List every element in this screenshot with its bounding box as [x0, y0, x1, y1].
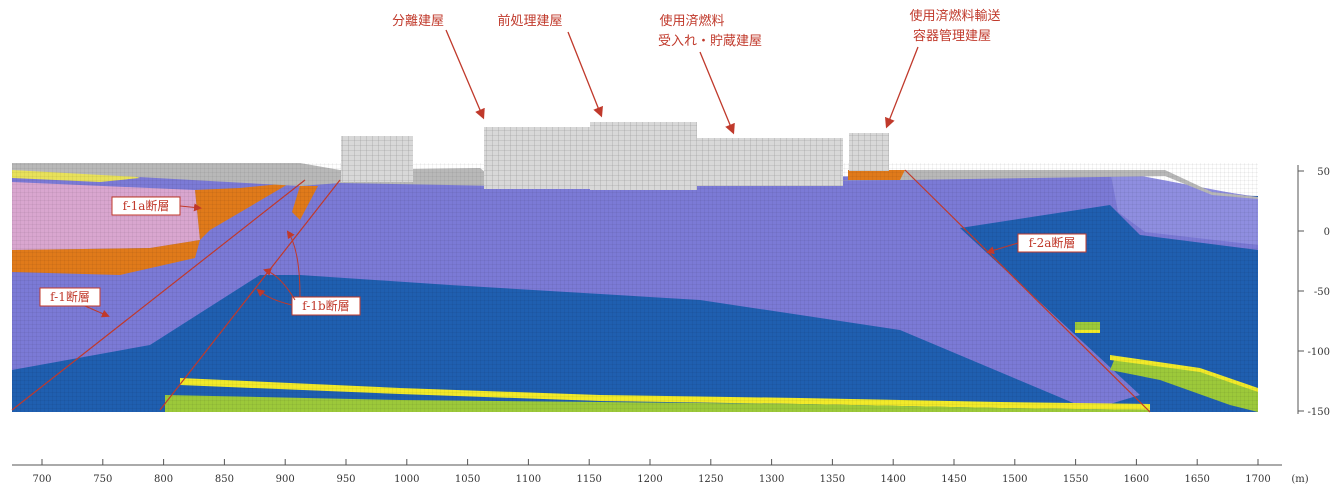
fault-arrow-f1b-c: [256, 288, 293, 306]
buildings: [341, 122, 889, 190]
arrow-pretreatment: [567, 31, 603, 118]
x-tick-label: 950: [336, 474, 355, 485]
x-tick-label: 1700: [1245, 474, 1270, 485]
x-tick-label: 1150: [576, 474, 601, 485]
x-tick-label: 1200: [637, 474, 662, 485]
label-fuel-storage: 使用済燃料: [659, 13, 724, 29]
fault-lines: [11, 169, 1151, 413]
fault-arrow-f2a: [986, 242, 1019, 255]
x-tick-label: 1250: [698, 474, 723, 485]
fault-label-f1: f-1断層: [50, 289, 90, 304]
fault-label-box-f1: [39, 287, 101, 307]
building-labels: 分離建屋 前処理建屋 使用済燃料 受入れ・貯蔵建屋 使用済燃料輸送 容器管理建屋: [392, 8, 1001, 135]
x-tick-label: 750: [93, 474, 112, 485]
fault-label-box-f1b: [291, 296, 361, 316]
x-tick-label: 1650: [1184, 474, 1209, 485]
x-tick-label: 1000: [394, 474, 419, 485]
fault-arrow-f1: [84, 305, 110, 318]
x-tick-label: 800: [154, 474, 173, 485]
x-tick-label: 1100: [516, 474, 541, 485]
fault-label-f2a: f-2a断層: [1029, 235, 1076, 250]
x-tick-label: 1450: [941, 474, 966, 485]
x-tick-label: 1300: [759, 474, 784, 485]
x-tick-label: 1400: [880, 474, 905, 485]
fault-arrow-f1a: [179, 203, 202, 212]
x-tick-label: 1050: [455, 474, 480, 485]
fault-label-f1b: f-1b断層: [302, 298, 349, 313]
x-tick-label: 850: [215, 474, 234, 485]
label-separation: 分離建屋: [392, 14, 444, 29]
building-pretreatment-mesh: [484, 127, 591, 189]
fault-arrow-f1b-b: [263, 268, 296, 301]
x-tick-label: 900: [276, 474, 295, 485]
x-axis-unit: (m): [1291, 474, 1308, 485]
x-tick-label: 1600: [1124, 474, 1149, 485]
arrow-separation: [445, 29, 485, 120]
label-fuel-storage-line2: 受入れ・貯蔵建屋: [658, 34, 762, 49]
x-tick-label: 1500: [1002, 474, 1027, 485]
building-separation-mesh: [341, 136, 413, 182]
label-cask-management-line2: 容器管理建屋: [913, 28, 991, 44]
fault-arrow-f1b-a: [286, 230, 301, 298]
fault-f2a-line: [904, 169, 1151, 413]
y-axis: 50 0 -50 -100 -150: [1297, 165, 1330, 418]
x-axis: (m) 700 750 800 850 900 950 1000 1050 1100 1150 12…: [12, 459, 1309, 485]
fault-label-f1a: f-1a断層: [123, 198, 170, 213]
building-fuel-storage-mesh: [697, 138, 843, 186]
arrow-cask-management: [885, 46, 919, 129]
x-tick-label: 700: [32, 474, 51, 485]
fault-f1a-line: [11, 179, 306, 411]
label-pretreatment: 前処理建屋: [497, 13, 562, 29]
y-tick-label: -50: [1314, 287, 1330, 298]
y-tick-label: 50: [1317, 167, 1330, 178]
x-tick-label: 1350: [820, 474, 845, 485]
fault-f1b-line: [159, 179, 341, 411]
geologic-layers: [12, 163, 1258, 412]
building-cask-management-mesh: [849, 133, 889, 171]
y-tick-label: 0: [1324, 227, 1330, 238]
building-pretreatment-b-mesh: [590, 122, 697, 190]
x-tick-label: 1550: [1063, 474, 1088, 485]
arrow-fuel-storage: [699, 51, 735, 135]
fault-labels: f-1a断層 f-1断層 f-1b断層 f-2a断層: [39, 196, 1087, 318]
mesh-grid: [12, 163, 1258, 412]
label-cask-management: 使用済燃料輸送: [909, 8, 1000, 24]
y-tick-label: -150: [1308, 407, 1330, 418]
y-tick-label: -100: [1308, 347, 1330, 358]
